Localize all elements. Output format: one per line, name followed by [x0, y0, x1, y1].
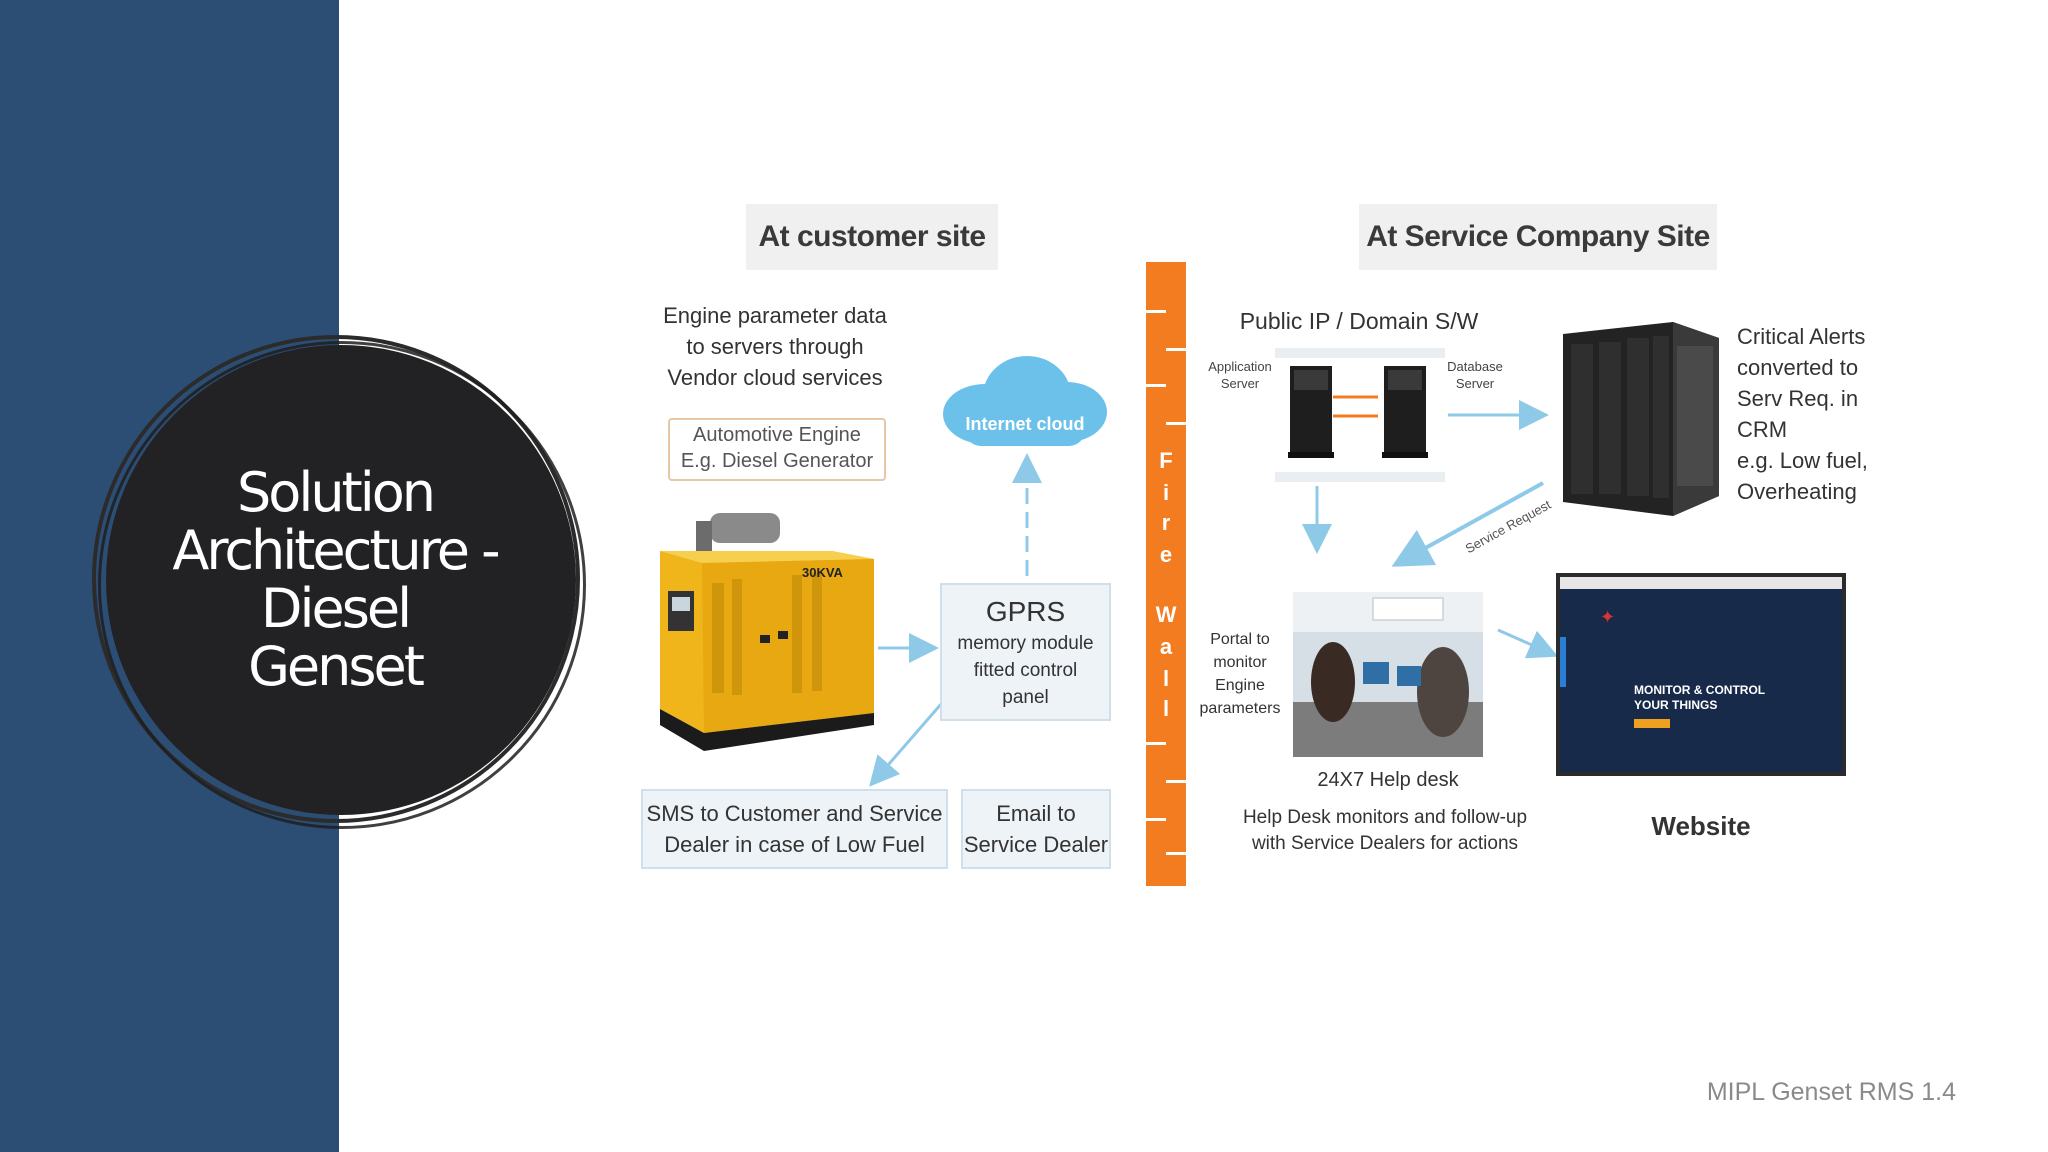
footer-text: MIPL Genset RMS 1.4: [1706, 1078, 1956, 1106]
email-box: Email to Service Dealer: [961, 789, 1111, 869]
website-logo-icon: ✦: [1600, 607, 1616, 627]
critical-line: CRM: [1737, 417, 1788, 442]
helpdesk-note-line2: with Service Dealers for actions: [1251, 833, 1519, 854]
public-ip-label: Public IP / Domain S/W: [1239, 308, 1479, 334]
customer-intro-line1: Engine parameter data: [663, 303, 887, 328]
firewall-letter: r: [1161, 510, 1171, 535]
helpdesk-note-line1: Help Desk monitors and follow-up: [1242, 807, 1528, 828]
server-towers-icon: [1288, 366, 1428, 458]
customer-intro-line3: Vendor cloud services: [667, 365, 883, 390]
firewall-bar: F i r e W a l l: [1146, 262, 1186, 886]
critical-line: converted to: [1737, 355, 1859, 380]
engine-type-box: Automotive Engine E.g. Diesel Generator: [668, 418, 886, 481]
website-label: Website: [1651, 811, 1751, 841]
firewall-letter: e: [1159, 542, 1173, 567]
server-platform-bottom: [1275, 472, 1445, 482]
website-screen-text: MONITOR & CONTROL YOUR THINGS: [1634, 683, 1765, 713]
gprs-line3: panel: [1002, 686, 1049, 708]
db-server-line2: Server: [1455, 376, 1495, 391]
firewall-letter: l: [1162, 696, 1170, 721]
db-server-label: Database Server: [1440, 358, 1510, 392]
helpdesk-label: 24X7 Help desk: [1317, 769, 1459, 791]
website-screen-line2: YOUR THINGS: [1634, 698, 1718, 712]
sms-box: SMS to Customer and Service Dealer in ca…: [641, 789, 948, 869]
firewall-letter: F: [1159, 448, 1173, 473]
helpdesk-photo: [1293, 592, 1483, 757]
server-rack-icon: [1563, 322, 1719, 516]
customer-site-header: At customer site: [746, 204, 998, 270]
helpdesk-note: Help Desk monitors and follow-up with Se…: [1230, 805, 1540, 857]
app-server-line2: Server: [1220, 376, 1260, 391]
portal-line: Engine: [1215, 677, 1265, 694]
portal-line: parameters: [1199, 700, 1281, 717]
website-screen-line1: MONITOR & CONTROL: [1634, 683, 1766, 697]
website-screenshot: ✦ MONITOR & CONTROL YOUR THINGS: [1556, 573, 1846, 776]
gprs-line1: memory module: [957, 632, 1094, 654]
gprs-title: GPRS: [985, 595, 1066, 627]
firewall-letter: a: [1159, 634, 1173, 659]
engine-line1: Automotive Engine: [693, 424, 861, 446]
portal-text: Portal to monitor Engine parameters: [1196, 628, 1284, 720]
critical-line: Serv Req. in: [1737, 386, 1859, 411]
service-site-header: At Service Company Site: [1359, 204, 1717, 270]
genset-tag: 30KVA: [802, 565, 844, 580]
app-server-label: Application Server: [1202, 358, 1278, 392]
portal-line: Portal to: [1210, 631, 1270, 648]
arrow-helpdesk-to-website: [1497, 628, 1559, 659]
sms-line1: SMS to Customer and Service: [646, 801, 943, 826]
sms-line2: Dealer in case of Low Fuel: [664, 832, 925, 857]
title-circle-ring-outer: [98, 341, 586, 829]
firewall-letter: i: [1162, 480, 1170, 505]
db-server-line1: Database: [1447, 359, 1503, 374]
critical-line: Critical Alerts: [1737, 324, 1866, 349]
portal-line: monitor: [1213, 654, 1267, 671]
server-platform-top: [1275, 348, 1445, 358]
arrow-gprs-to-sms: [869, 702, 944, 787]
customer-intro-text: Engine parameter data to servers through…: [640, 300, 910, 393]
title-circle: Solution Architecture - Diesel Genset: [106, 345, 576, 815]
engine-line2: E.g. Diesel Generator: [680, 450, 874, 472]
slide-title: Solution Architecture - Diesel Genset: [172, 461, 500, 698]
app-server-line1: Application: [1208, 359, 1272, 374]
gprs-line2: fitted control: [973, 659, 1078, 681]
arrow-service-request: [1391, 481, 1544, 567]
diesel-genset-image: 30KVA: [660, 513, 874, 751]
critical-alerts-text: Critical Alerts converted to Serv Req. i…: [1737, 321, 1887, 507]
firewall-letter: W: [1155, 602, 1177, 627]
email-line1: Email to: [996, 801, 1076, 826]
email-line2: Service Dealer: [963, 832, 1109, 857]
customer-intro-line2: to servers through: [686, 334, 864, 359]
critical-line: e.g. Low fuel,: [1737, 448, 1868, 473]
firewall-letter: l: [1162, 666, 1170, 691]
internet-cloud-label: Internet cloud: [965, 414, 1085, 434]
gprs-box: GPRS memory module fitted control panel: [940, 583, 1111, 721]
internet-cloud-icon: [943, 356, 1107, 446]
critical-line: Overheating: [1737, 479, 1857, 504]
